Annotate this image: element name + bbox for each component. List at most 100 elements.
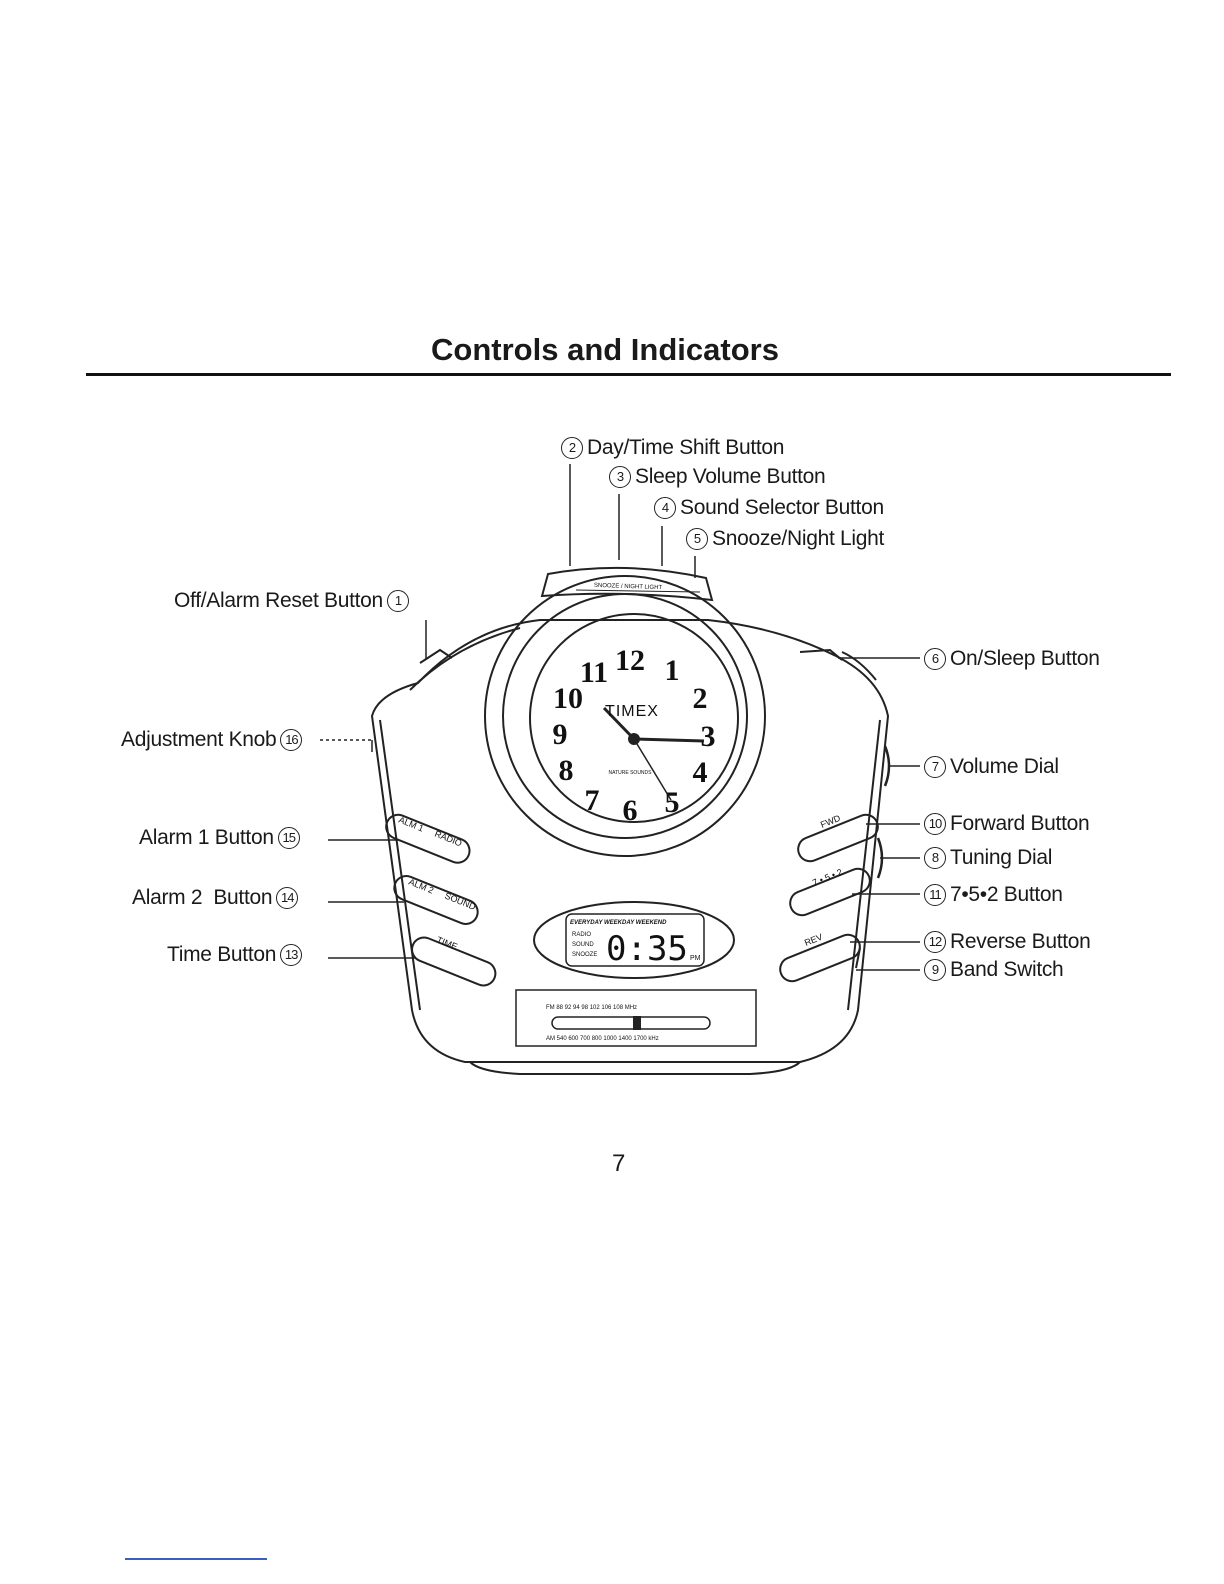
radio-body	[370, 619, 890, 1063]
callout-label: Time Button	[167, 943, 277, 966]
am-scale: AM 540 600 700 800 1000 1400 1700 kHz	[546, 1036, 659, 1042]
callout-label: Off/Alarm Reset Button	[174, 589, 383, 612]
callout-number: 10	[924, 813, 946, 835]
clock-face	[529, 613, 739, 823]
callout-number: 15	[277, 827, 300, 849]
callout-number: 8	[924, 847, 946, 869]
clock-numeral: 5	[665, 786, 680, 819]
clock-numeral: 6	[623, 794, 638, 827]
alm2-label: ALM 2	[407, 877, 435, 896]
lcd-row: RADIO	[572, 932, 591, 938]
page-title: Controls and Indicators	[431, 332, 779, 367]
radio-scale-panel	[515, 989, 757, 1047]
alm1-sub-label: RADIO	[433, 829, 463, 849]
clock-numeral: 10	[553, 682, 583, 715]
clock-numeral: 4	[693, 756, 708, 789]
alm1-label: ALM 1	[397, 815, 425, 834]
clock-numeral: 11	[580, 656, 608, 689]
clock-numeral: 12	[615, 644, 645, 677]
clock-housing-outer	[484, 575, 766, 857]
callout-number: 3	[609, 466, 631, 488]
callout-number: 9	[924, 959, 946, 981]
callout-label: On/Sleep Button	[950, 647, 1100, 670]
lcd-row: SNOOZE	[572, 952, 597, 958]
callout-label: Alarm 1 Button	[139, 826, 274, 849]
forward-button	[797, 813, 879, 863]
second-hand	[633, 738, 672, 801]
lcd-bezel	[533, 901, 735, 979]
time-button-label: TIME	[435, 935, 459, 952]
clock-numeral: 2	[693, 682, 708, 715]
callout-number: 2	[561, 437, 583, 459]
callout-label: Sleep Volume Button	[635, 465, 826, 488]
clock-numeral: 3	[701, 720, 716, 753]
lcd-window	[565, 913, 705, 967]
callout-number: 1	[386, 590, 409, 612]
top-button-strip	[540, 566, 714, 602]
clock-brand: TIMEX	[605, 703, 659, 720]
callout-number: 4	[654, 497, 676, 519]
callout-number: 11	[924, 884, 946, 906]
time-button	[411, 936, 497, 987]
radio-base	[469, 1061, 801, 1075]
callout-number: 13	[280, 944, 303, 966]
callout-label: Forward Button	[950, 812, 1090, 835]
clock-sub-logo: NATURE SOUNDS	[609, 770, 653, 776]
footnote-rule	[125, 1558, 267, 1560]
top-strip-label: SNOOZE / NIGHT LIGHT	[594, 583, 663, 591]
tuning-indicator-track	[551, 1016, 711, 1030]
callout-label: Tuning Dial	[950, 846, 1053, 869]
fm-scale: FM 88 92 94 98 102 106 108 MHz	[546, 1005, 637, 1011]
alarm2-button	[393, 875, 479, 925]
callout-number: 6	[924, 648, 946, 670]
callout-label: Volume Dial	[950, 755, 1059, 778]
alarm1-button	[385, 813, 471, 864]
page-number: 7	[612, 1150, 626, 1177]
title-rule	[86, 373, 1171, 376]
callout-label: Snooze/Night Light	[712, 527, 885, 550]
hour-hand	[602, 706, 636, 741]
clock-numeral: 7	[585, 784, 600, 817]
callout-number: 5	[686, 528, 708, 550]
callout-label: Reverse Button	[950, 930, 1091, 953]
seven52-label: 7 • 5 • 2	[811, 867, 844, 888]
seven52-button	[789, 867, 871, 917]
clock-numeral: 9	[553, 718, 568, 751]
callout-number: 12	[924, 931, 946, 953]
lcd-time: 0:35	[606, 929, 688, 969]
clock-numeral: 8	[559, 754, 574, 787]
callout-label: Alarm 2 Button	[132, 886, 273, 909]
callout-label: Adjustment Knob	[121, 728, 277, 751]
on-sleep-button-shape	[799, 648, 843, 661]
callout-number: 14	[276, 887, 299, 909]
callout-label: Sound Selector Button	[680, 496, 884, 519]
alm2-sub-label: SOUND	[443, 891, 477, 913]
lcd-header: EVERYDAY WEEKDAY WEEKEND	[570, 920, 667, 926]
lcd-row: SOUND	[572, 942, 594, 948]
callout-number: 16	[280, 729, 303, 751]
tuning-pointer	[633, 1016, 641, 1030]
callout-label: Day/Time Shift Button	[587, 436, 785, 459]
callout-number: 7	[924, 756, 946, 778]
lcd-pm: PM	[690, 955, 701, 962]
minute-hand	[633, 737, 705, 743]
callout-label: Band Switch	[950, 958, 1064, 981]
clock-numeral: 1	[665, 654, 680, 687]
callout-label: 7•5•2 Button	[950, 883, 1063, 906]
